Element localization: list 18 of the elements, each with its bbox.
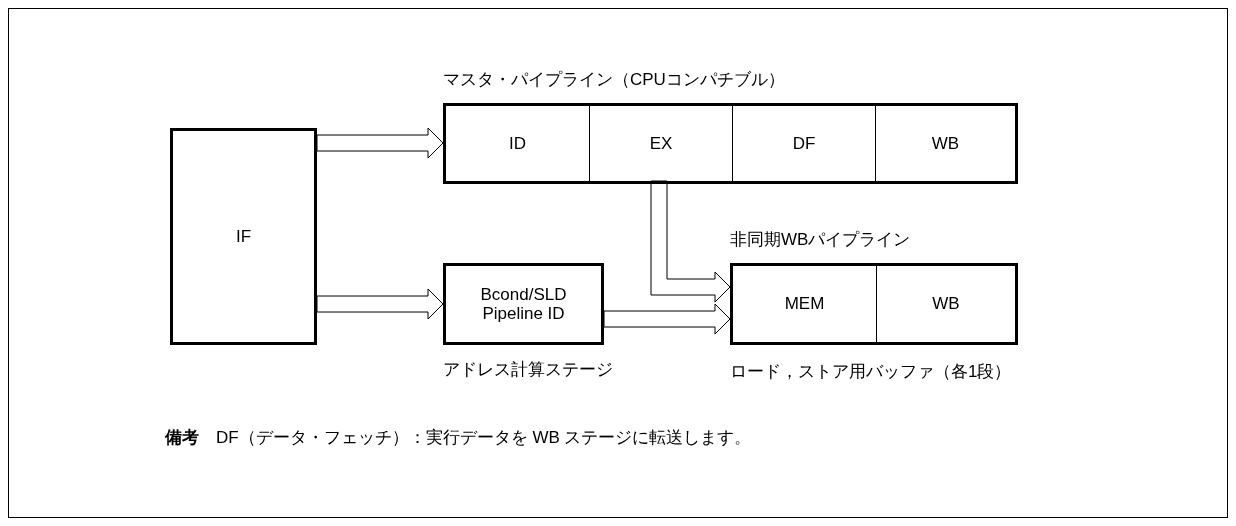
stage-box xyxy=(170,128,317,345)
stage-label: WB xyxy=(931,133,960,154)
stage-label: IF xyxy=(235,226,252,247)
hollow-arrow xyxy=(316,127,444,159)
stage-label: Bcond/SLD Pipeline ID xyxy=(479,285,568,323)
note-text: 備考 DF（データ・フェッチ）：実行データを WB ステージに転送します。 xyxy=(165,427,752,449)
pipeline-heading: マスタ・パイプライン（CPUコンパチブル） xyxy=(443,70,785,90)
stage-caption: アドレス計算ステージ xyxy=(443,360,613,380)
hollow-arrow xyxy=(650,180,731,303)
stage-label: DF xyxy=(792,133,816,154)
hollow-arrow xyxy=(316,288,444,320)
stage-label: ID xyxy=(509,133,526,154)
stage-label: WB xyxy=(932,294,960,314)
stage-caption: ロード，ストア用バッファ（各1段） xyxy=(730,362,1012,382)
stage-label: EX xyxy=(649,133,673,154)
stage-label: MEM xyxy=(784,294,825,314)
pipeline-heading: 非同期WBパイプライン xyxy=(730,230,911,250)
hollow-arrow xyxy=(603,303,731,335)
